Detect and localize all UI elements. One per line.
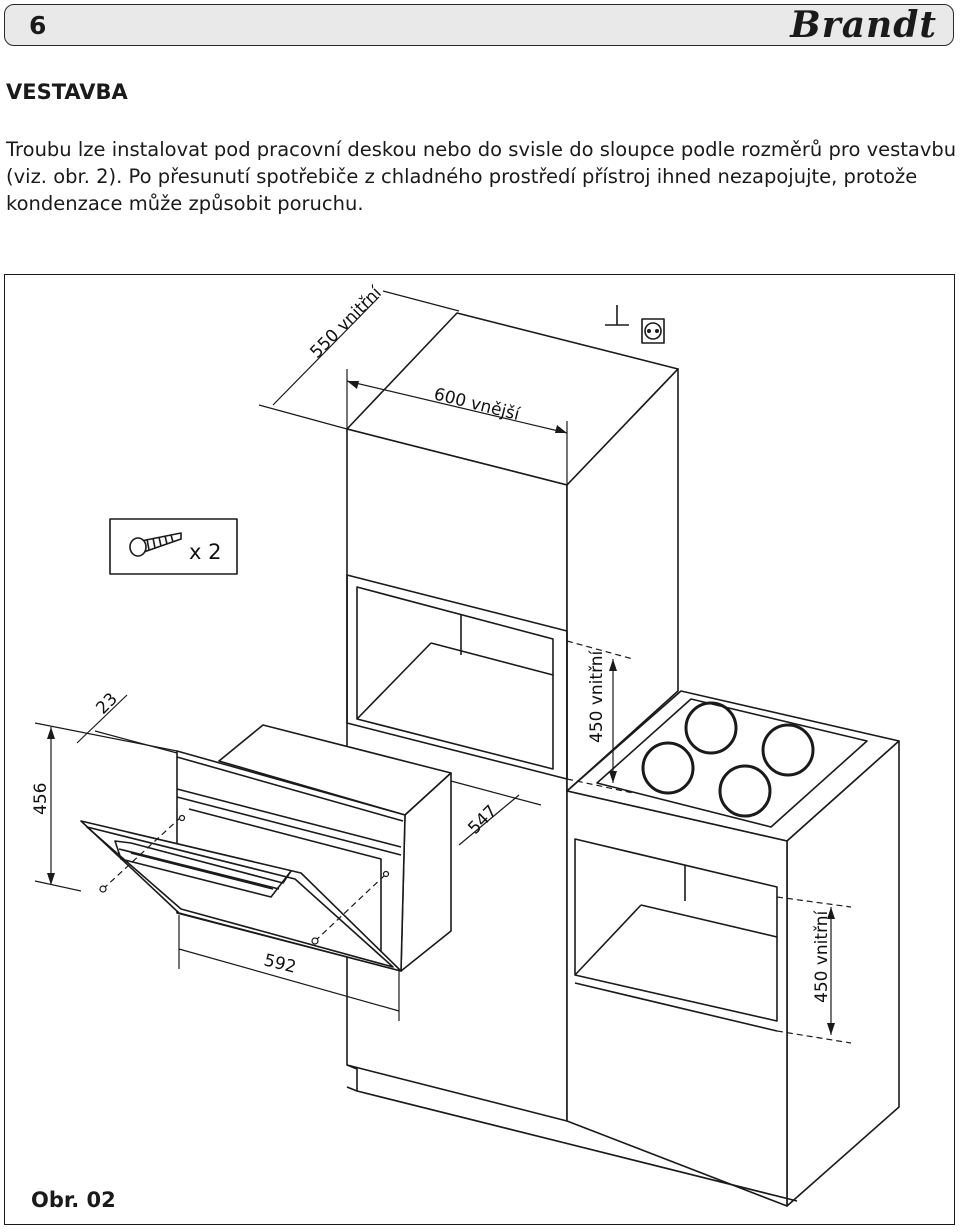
installation-diagram: x 2 550 vnitřní 600 vnější 450 vnitřní 4…: [31, 282, 900, 1207]
dimension-arrows: [47, 381, 835, 1035]
page-header: 6 Brandt: [4, 4, 954, 46]
dimension-lines: [34, 290, 852, 1044]
screw-box: x 2: [109, 518, 238, 575]
plinth: [346, 1064, 798, 1202]
power-socket-icon: [605, 305, 665, 344]
dim-label-23: 23: [92, 689, 121, 718]
screw-count: x 2: [189, 540, 221, 564]
section-title: VESTAVBA: [6, 80, 128, 104]
dim-label-450-counter: 450 vnitřní: [812, 909, 832, 1003]
screw-icon: [129, 532, 182, 557]
dim-label-456: 456: [31, 783, 51, 815]
installation-text: Troubu lze instalovat pod pracovní desko…: [6, 138, 957, 215]
dim-label-550: 550 vnitřní: [306, 282, 386, 362]
brand-logo: Brandt: [790, 4, 937, 46]
counter-cabinet: [566, 690, 900, 1207]
dim-label-450-column: 450 vnitřní: [587, 649, 607, 743]
installation-figure: x 2 550 vnitřní 600 vnější 450 vnitřní 4…: [4, 274, 955, 1225]
oven-unit: [80, 724, 452, 972]
page-number: 6: [29, 11, 47, 40]
figure-caption: Obr. 02: [31, 1188, 116, 1212]
small-screw-icons: [99, 814, 390, 945]
